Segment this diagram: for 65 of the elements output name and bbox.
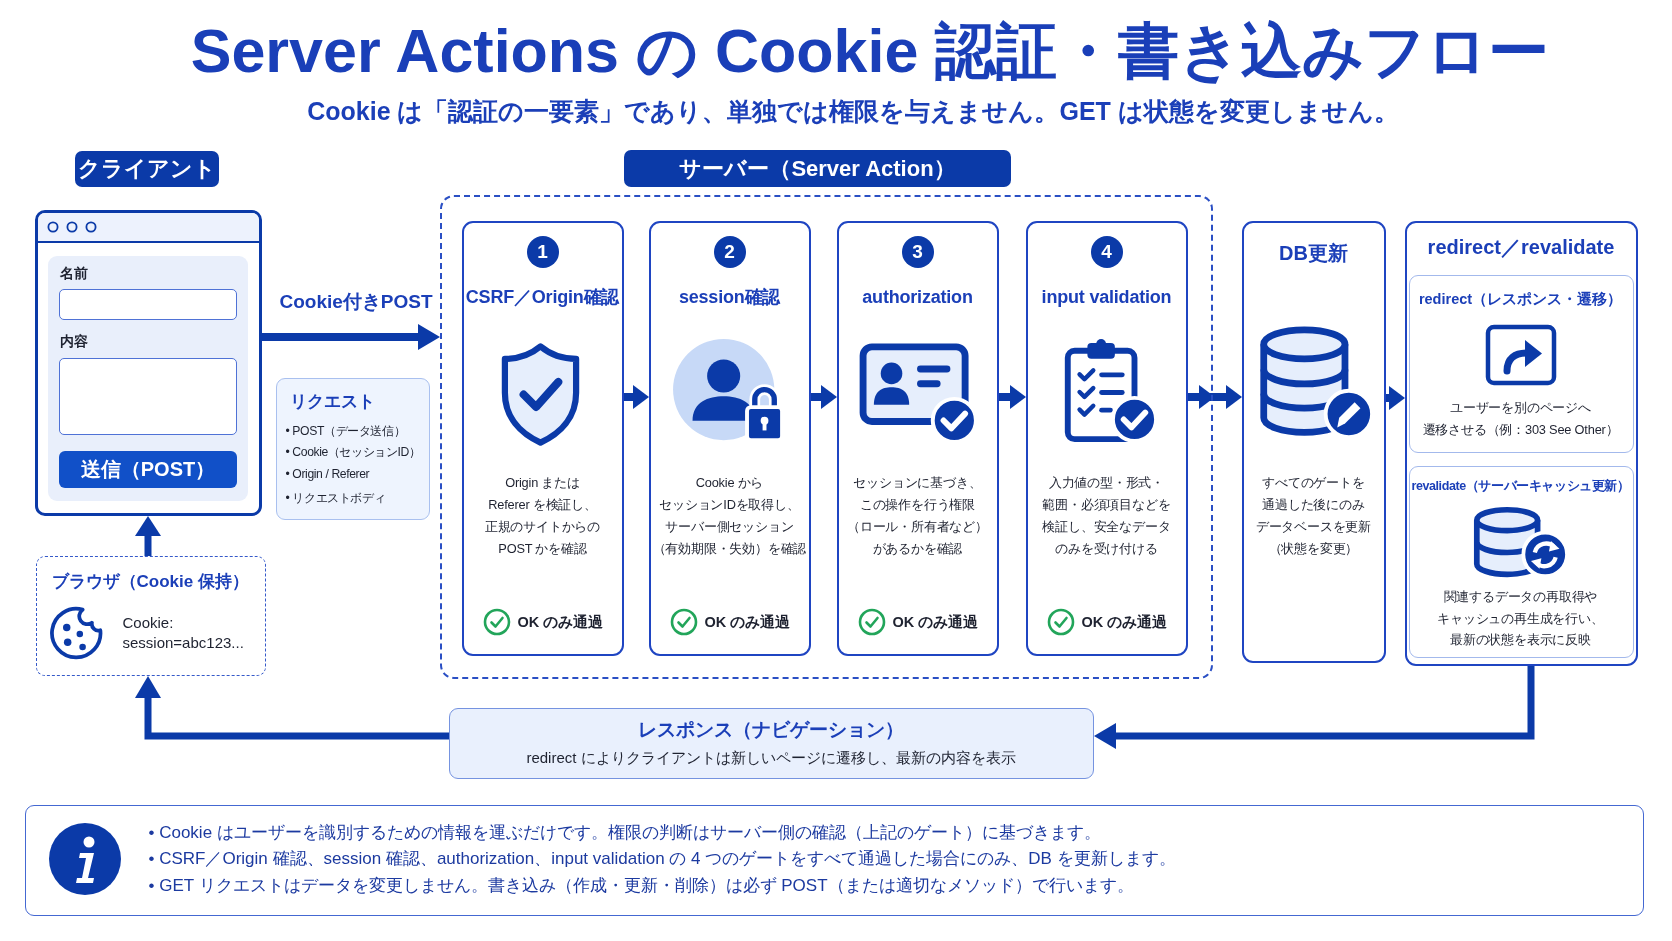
card-heading: redirect（レスポンス・遷移） bbox=[1418, 290, 1623, 309]
step-title: CSRF／Origin確認 bbox=[465, 285, 620, 309]
field-label: 内容 bbox=[60, 332, 88, 350]
arrow bbox=[262, 324, 440, 350]
group-card bbox=[1405, 221, 1638, 666]
bullet-item: • Cookie（セッションID） bbox=[285, 443, 421, 461]
browser-window bbox=[35, 210, 262, 516]
step-description: Cookie からセッションIDを取得し、サーバー側セッション（有効期限・失効）を確認 bbox=[652, 473, 807, 558]
note-panel bbox=[25, 805, 1644, 916]
step-title: input validation bbox=[1041, 285, 1172, 309]
cookie-value-text: Cookie: session=abc123... bbox=[122, 612, 244, 653]
sub-card bbox=[1408, 465, 1634, 658]
submit-button: 送信（POST） bbox=[59, 451, 237, 488]
arrow bbox=[135, 516, 161, 556]
status-text: OK のみ通過 bbox=[517, 612, 604, 632]
arrow bbox=[811, 385, 837, 409]
panel-heading: ブラウザ（Cookie 保持） bbox=[51, 570, 249, 593]
step-number: 3 bbox=[901, 235, 934, 268]
elbow-arrow bbox=[135, 676, 449, 740]
step-description: セッションに基づき、この操作を行う権限（ロール・所有者など）があるかを確認 bbox=[847, 473, 988, 558]
card-heading: DB更新 bbox=[1279, 240, 1348, 265]
process-card bbox=[1242, 221, 1386, 663]
step-title: authorization bbox=[862, 285, 973, 309]
status-text: OK のみ通過 bbox=[892, 612, 979, 632]
card-description: 関連するデータの再取得やキャッシュの再生成を行い、最新の状態を表示に反映 bbox=[1437, 588, 1604, 649]
panel-description: redirect によりクライアントは新しいページに遷移し、最新の内容を表示 bbox=[526, 747, 1016, 768]
card-heading: redirect／revalidate bbox=[1427, 234, 1615, 259]
section-header: サーバー（Server Action） bbox=[624, 150, 1011, 187]
bullet-item: • GET リクエストはデータを変更しません。書き込み（作成・更新・削除）は必ず POST（または適切なメソッド）で行います。 bbox=[148, 874, 1134, 897]
elbow-arrow bbox=[1094, 666, 1535, 749]
dashed-panel bbox=[36, 556, 266, 676]
arrow bbox=[1188, 385, 1242, 409]
bullet-item: • リクエストボディ bbox=[285, 489, 386, 507]
step-number: 1 bbox=[526, 235, 559, 268]
step-description: Origin または Referer を検証し、正規のサイトからの POST かを確認 bbox=[484, 473, 601, 558]
step-card bbox=[462, 221, 624, 656]
field-label: 名前 bbox=[60, 264, 88, 282]
dashed-container bbox=[440, 195, 1213, 679]
step-number: 2 bbox=[713, 235, 746, 268]
step-title: session確認 bbox=[678, 285, 781, 309]
card-description: すべてのゲートを通過した後にのみデータベースを更新（状態を変更） bbox=[1255, 473, 1372, 558]
card-heading: revalidate（サーバーキャッシュ更新） bbox=[1411, 478, 1630, 495]
step-card bbox=[837, 221, 999, 656]
status-text: OK のみ通過 bbox=[1081, 612, 1168, 632]
page-title: Server Actions の Cookie 認証・書き込みフロー bbox=[190, 16, 1550, 87]
card-description: ユーザーを別のページへ遷移させる（例：303 See Other） bbox=[1422, 399, 1619, 439]
section-header: クライアント bbox=[75, 151, 219, 187]
arrow bbox=[624, 385, 649, 409]
bullet-item: • POST（データ送信） bbox=[285, 422, 406, 440]
step-card bbox=[1026, 221, 1188, 656]
step-description: 入力値の型・形式・範囲・必須項目などを検証し、安全なデータのみを受け付ける bbox=[1042, 473, 1171, 558]
request-panel bbox=[276, 378, 430, 520]
arrow bbox=[1386, 386, 1405, 410]
subtitle: Cookie は「認証の一要素」であり、単独では権限を与えません。GET は状態を変更しません。 bbox=[307, 96, 1399, 126]
bullet-item: • Cookie はユーザーを識別するための情報を運ぶだけです。権限の判断はサーバー側の確認（上記のゲート）に基づきます。 bbox=[148, 821, 1101, 844]
step-number: 4 bbox=[1090, 235, 1123, 268]
panel-heading: レスポンス（ナビゲーション） bbox=[638, 717, 904, 742]
bullet-item: • Origin / Referer bbox=[285, 465, 370, 483]
panel-heading: リクエスト bbox=[289, 390, 375, 413]
bullet-item: • CSRF／Origin 確認、session 確認、authorization、input validation の 4 つのゲートをすべて通過した場合にのみ、DB を更新します。 bbox=[148, 847, 1176, 870]
status-text: OK のみ通過 bbox=[704, 612, 791, 632]
response-panel bbox=[449, 708, 1094, 779]
step-card bbox=[649, 221, 811, 656]
arrow bbox=[999, 385, 1026, 409]
sub-card bbox=[1408, 274, 1634, 453]
